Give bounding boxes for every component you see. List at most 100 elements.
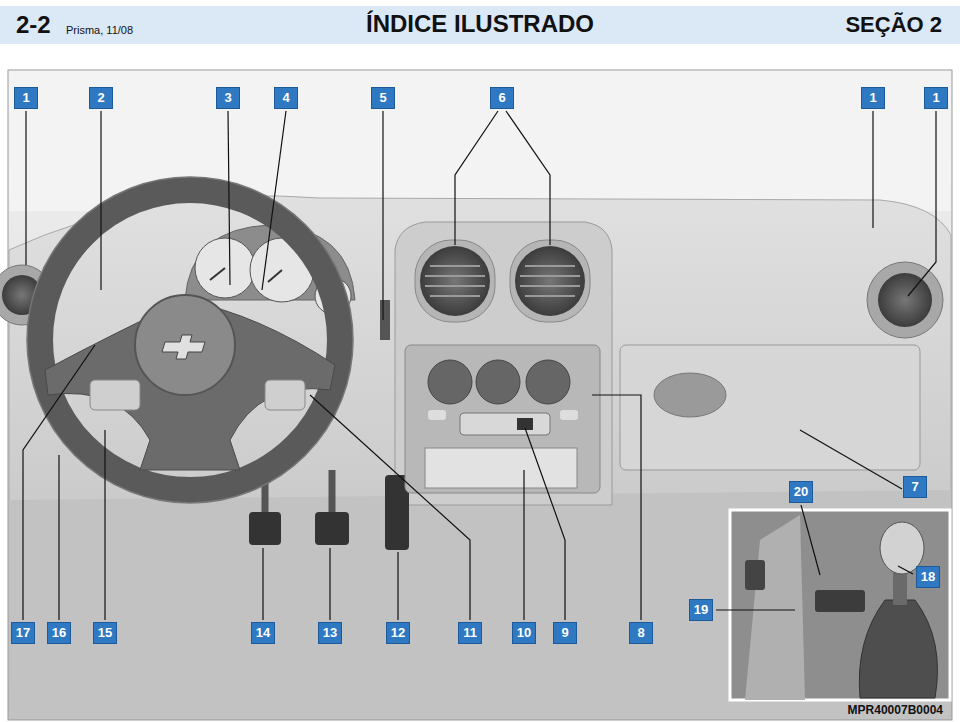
illustration-part [23, 345, 95, 620]
illustration-part [135, 295, 235, 395]
glovebox [620, 345, 920, 470]
illustration-part [58, 455, 59, 620]
illustration-part [745, 515, 805, 700]
illustration-part [430, 265, 480, 267]
illustration-part [425, 448, 577, 488]
illustration-part [898, 566, 913, 574]
page-number: 2-2 [16, 12, 51, 38]
illustration-part [716, 609, 795, 610]
illustration-part [262, 111, 286, 290]
illustration-part [800, 430, 902, 489]
callout-number: 1 [861, 87, 885, 109]
callout-number: 9 [553, 622, 577, 644]
illustration-part [428, 360, 472, 404]
illustration-part [730, 510, 950, 700]
steering-wheel [27, 177, 353, 503]
illustration-part [455, 111, 498, 245]
callout-number: 15 [93, 622, 117, 644]
illustration-part [908, 111, 936, 296]
callout-number: 16 [47, 622, 71, 644]
illustration-part [405, 345, 600, 493]
centre-stack [395, 222, 612, 505]
illustration-part [228, 111, 230, 285]
illustration-part [523, 470, 524, 620]
illustration-part [510, 240, 590, 322]
callout-number: 14 [251, 622, 275, 644]
illustration-part [262, 548, 263, 620]
illustration-part [329, 548, 330, 620]
callout-number: 10 [512, 622, 536, 644]
callout-number: 2 [89, 87, 113, 109]
callout-number: 12 [386, 622, 410, 644]
illustration-part [867, 262, 943, 338]
header-band [0, 6, 960, 44]
illustration-part [315, 512, 349, 545]
illustration-part [90, 380, 140, 410]
illustration-part [428, 410, 446, 420]
illustration-part [195, 238, 255, 298]
illustration-part [382, 111, 383, 320]
gearshift-inset [730, 510, 950, 700]
page-title: ÍNDICE ILUSTRADO [366, 10, 594, 38]
illustration-part [25, 111, 26, 265]
callout-number: 8 [629, 622, 653, 644]
illustration-part [560, 410, 578, 420]
callout-number: 20 [789, 481, 813, 503]
illustration-part [425, 285, 485, 287]
illustration-part [476, 360, 520, 404]
callout-number: 5 [371, 87, 395, 109]
illustration-part [100, 111, 101, 290]
callout-number: 1 [14, 87, 38, 109]
illustration-part [210, 268, 225, 280]
illustration-part [397, 552, 398, 620]
illustration-part [654, 373, 726, 417]
illustration-part [162, 335, 205, 359]
figure-code: MPR40007B0004 [848, 704, 943, 717]
illustration-part [745, 560, 765, 590]
leader-lines [23, 111, 936, 620]
illustration-part [249, 512, 281, 545]
callout-number: 18 [916, 566, 940, 588]
illustration-part [27, 177, 353, 503]
illustration-part [872, 111, 873, 228]
illustration-part [420, 246, 490, 316]
illustration-part [310, 395, 470, 620]
illustration-part [506, 111, 550, 245]
illustration-part [104, 430, 105, 620]
dashboard-body [9, 196, 951, 719]
illustration-part [415, 240, 495, 322]
illustration-part [815, 590, 865, 612]
illustration-part [425, 266, 580, 296]
illustration-part [515, 246, 585, 316]
illustration-part [525, 428, 565, 620]
illustration-part [425, 275, 485, 277]
callout-number: 6 [490, 87, 514, 109]
centre-vents [415, 240, 590, 322]
callout-number: 17 [11, 622, 35, 644]
illustration-part [859, 600, 937, 698]
illustration-part [525, 265, 575, 267]
illustration-part [520, 285, 580, 287]
illustration-part [592, 395, 641, 620]
illustration-part [40, 190, 340, 490]
edition-note: Prisma, 11/08 [66, 24, 133, 36]
picture-frame [8, 70, 952, 720]
illustration-part [265, 380, 305, 410]
illustration-part [526, 360, 570, 404]
callout-number: 1 [924, 87, 948, 109]
climate-radio-panel [405, 345, 600, 493]
illustration-part [620, 345, 920, 470]
callout-number: 13 [318, 622, 342, 644]
callout-number: 11 [458, 622, 482, 644]
illustration-part [460, 413, 550, 435]
illustration-part [430, 295, 480, 297]
illustration-part [520, 275, 580, 277]
section-heading: SEÇÃO 2 [845, 13, 942, 37]
callout-number: 19 [689, 599, 713, 621]
illustration-part [380, 300, 390, 340]
illustration-part [268, 270, 282, 282]
illustration-part [801, 505, 820, 575]
floor [9, 490, 951, 719]
